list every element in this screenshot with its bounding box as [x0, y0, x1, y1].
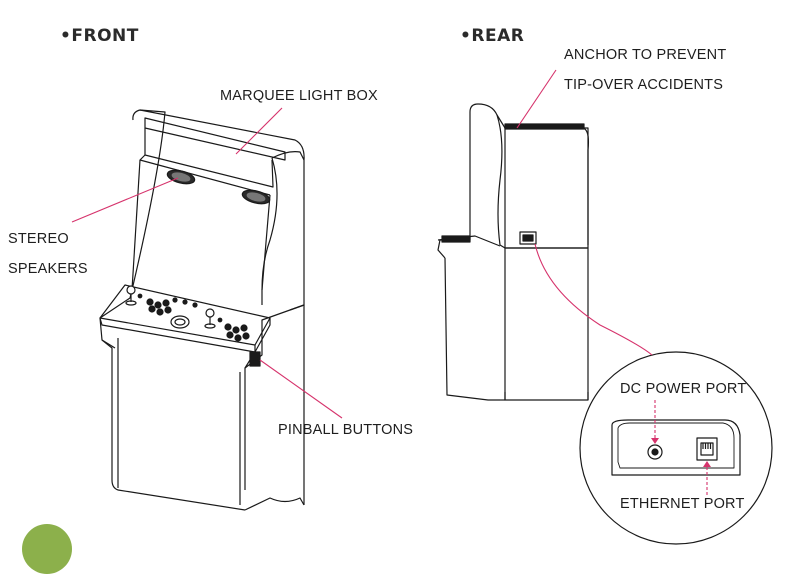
stereo-label-line2: SPEAKERS	[8, 261, 88, 277]
front-heading: •FRONT	[60, 26, 139, 46]
marquee-label: MARQUEE LIGHT BOX	[220, 88, 378, 104]
anchor-label-line1: ANCHOR TO PREVENT	[564, 47, 727, 63]
ethernet-label: ETHERNET PORT	[620, 496, 745, 512]
pinball-label: PINBALL BUTTONS	[278, 422, 414, 438]
dc-power-label: DC POWER PORT	[620, 381, 747, 397]
stereo-leader	[71, 177, 179, 223]
front-cabinet	[99, 109, 305, 511]
rear-cabinet	[437, 103, 590, 401]
marquee-leader	[235, 107, 283, 155]
pinball-leader	[259, 359, 343, 419]
stereo-label-line1: STEREO	[8, 231, 69, 247]
anchor-leader	[516, 69, 557, 129]
port-detail-leader	[534, 243, 653, 356]
green-accent-badge	[22, 524, 72, 574]
anchor-label-line2: TIP-OVER ACCIDENTS	[564, 77, 724, 93]
cabinet-diagram	[71, 69, 773, 545]
port-detail	[579, 351, 773, 545]
rear-heading: •REAR	[460, 26, 525, 46]
